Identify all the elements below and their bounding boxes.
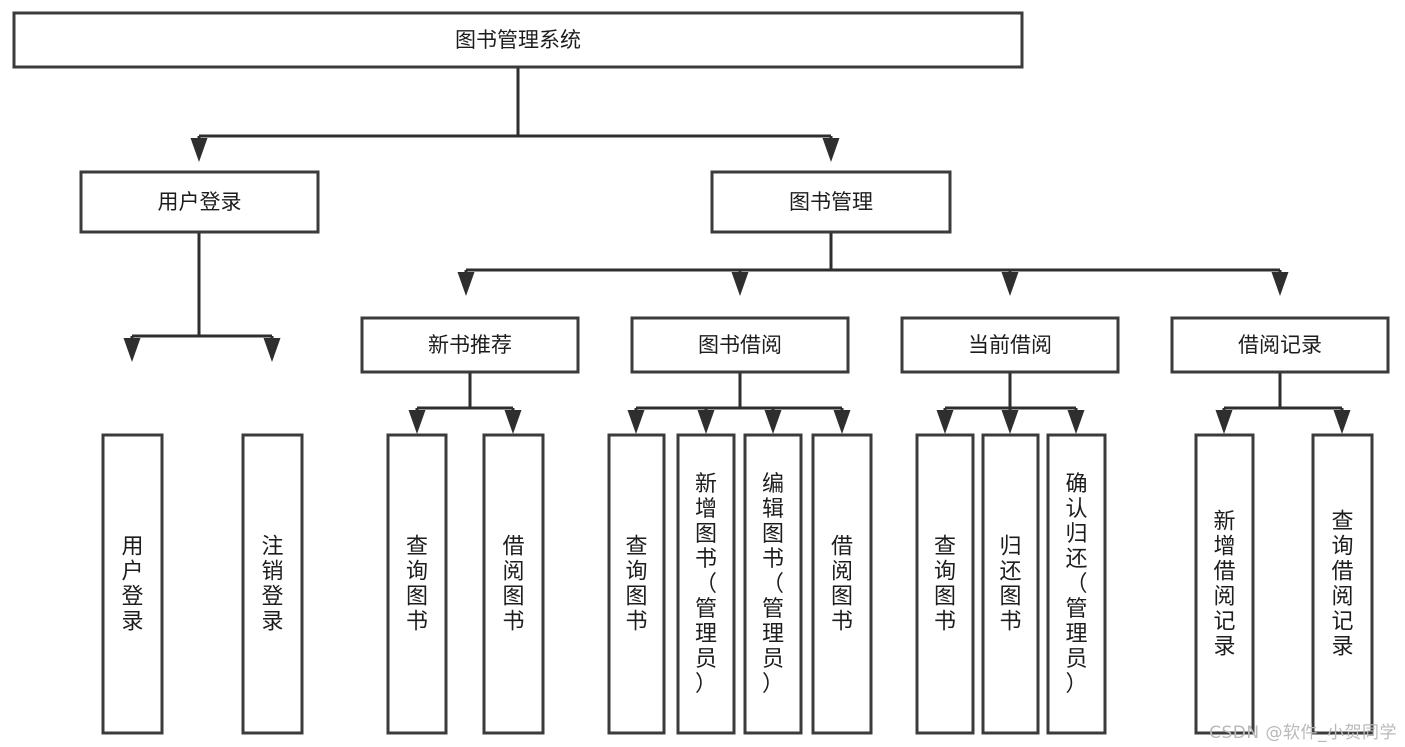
node-label-leaf-user-login: 用户登录	[121, 535, 143, 635]
node-box-leaf-borrow-book[interactable]	[811, 433, 873, 735]
node-leaf-edit-book-admin[interactable]: 编辑图书（管理员）	[743, 433, 803, 735]
arrow-head-icon	[731, 272, 749, 296]
node-box-leaf-add-borrow-record[interactable]	[1194, 433, 1255, 735]
csdn-watermark: CSDN @软件_小贺同学	[1209, 723, 1397, 743]
node-user-login[interactable]: 用户登录	[79, 170, 320, 234]
node-box-leaf-user-login[interactable]	[101, 433, 164, 735]
arrow-head-icon	[697, 410, 715, 434]
arrow-head-icon	[1333, 410, 1351, 434]
arrow-head-icon	[1215, 410, 1233, 434]
node-leaf-user-login[interactable]: 用户登录	[101, 433, 164, 735]
node-label-new-book-recommend: 新书推荐	[428, 333, 512, 357]
node-label-leaf-add-book-admin: 新增图书（管理员）	[695, 472, 717, 697]
node-leaf-query-book-current[interactable]: 查询图书	[915, 433, 975, 735]
arrow-head-icon	[1001, 410, 1019, 434]
node-label-leaf-query-book-current: 查询图书	[934, 535, 956, 635]
node-label-leaf-add-borrow-record: 新增借阅记录	[1213, 510, 1235, 660]
node-label-borrow-record: 借阅记录	[1238, 333, 1322, 357]
node-box-leaf-return-book[interactable]	[981, 433, 1040, 735]
node-box-root[interactable]	[12, 11, 1024, 69]
node-box-book-borrow[interactable]	[630, 316, 850, 374]
connector-book-manage-to-level3	[457, 232, 1289, 296]
arrow-head-icon	[833, 410, 851, 434]
node-box-leaf-edit-book-admin[interactable]	[743, 433, 803, 735]
node-box-current-borrow[interactable]	[900, 316, 1120, 374]
arrow-head-icon	[1001, 272, 1019, 296]
node-leaf-user-logout[interactable]: 注销登录	[241, 433, 304, 735]
node-root[interactable]: 图书管理系统	[12, 11, 1024, 69]
arrow-head-icon	[627, 410, 645, 434]
node-box-leaf-query-book-recommend[interactable]	[386, 433, 448, 735]
node-label-leaf-borrow-book-recommend: 借阅图书	[502, 535, 524, 635]
node-label-current-borrow: 当前借阅	[968, 333, 1052, 357]
arrow-head-icon	[764, 410, 782, 434]
node-box-leaf-confirm-return-admin[interactable]	[1046, 433, 1107, 735]
node-new-book-recommend[interactable]: 新书推荐	[360, 316, 580, 374]
node-leaf-query-borrow-record[interactable]: 查询借阅记录	[1311, 433, 1374, 735]
node-label-root: 图书管理系统	[455, 28, 581, 52]
node-leaf-return-book[interactable]: 归还图书	[981, 433, 1040, 735]
node-leaf-add-borrow-record[interactable]: 新增借阅记录	[1194, 433, 1255, 735]
connector-record-to-leaves	[1215, 372, 1351, 434]
node-label-leaf-query-borrow-record: 查询借阅记录	[1331, 510, 1353, 660]
node-leaf-borrow-book[interactable]: 借阅图书	[811, 433, 873, 735]
arrow-head-icon	[936, 410, 954, 434]
node-box-borrow-record[interactable]	[1170, 316, 1390, 374]
node-label-leaf-confirm-return-admin: 确认归还（管理员）	[1065, 472, 1087, 697]
node-label-leaf-user-logout: 注销登录	[261, 535, 283, 635]
node-box-leaf-query-book-borrow[interactable]	[607, 433, 666, 735]
node-layer: 图书管理系统用户登录图书管理新书推荐图书借阅当前借阅借阅记录用户登录注销登录查询…	[12, 11, 1390, 735]
node-label-book-manage: 图书管理	[789, 190, 873, 214]
node-label-leaf-edit-book-admin: 编辑图书（管理员）	[762, 472, 784, 697]
connector-current-to-leaves	[936, 372, 1085, 434]
arrow-head-icon	[822, 138, 840, 162]
connector-borrow-to-leaves	[627, 372, 851, 434]
node-box-leaf-query-book-current[interactable]	[915, 433, 975, 735]
node-box-leaf-borrow-book-recommend[interactable]	[482, 433, 545, 735]
node-leaf-query-book-borrow[interactable]: 查询图书	[607, 433, 666, 735]
node-label-leaf-query-book-recommend: 查询图书	[406, 535, 428, 635]
connector-recommend-to-leaves	[408, 372, 522, 434]
node-label-book-borrow: 图书借阅	[698, 333, 782, 357]
arrow-head-icon	[1067, 410, 1085, 434]
node-box-leaf-query-borrow-record[interactable]	[1311, 433, 1374, 735]
node-label-user-login: 用户登录	[158, 190, 242, 214]
arrow-head-icon	[408, 410, 426, 434]
node-book-borrow[interactable]: 图书借阅	[630, 316, 850, 374]
connector-layer	[123, 67, 1351, 434]
arrow-head-icon	[504, 410, 522, 434]
node-leaf-add-book-admin[interactable]: 新增图书（管理员）	[676, 433, 736, 735]
node-borrow-record[interactable]: 借阅记录	[1170, 316, 1390, 374]
node-box-leaf-user-logout[interactable]	[241, 433, 304, 735]
node-label-leaf-borrow-book: 借阅图书	[831, 535, 853, 635]
node-leaf-query-book-recommend[interactable]: 查询图书	[386, 433, 448, 735]
node-label-leaf-return-book: 归还图书	[999, 535, 1021, 635]
connector-root-to-level2	[190, 67, 840, 162]
arrow-head-icon	[1271, 272, 1289, 296]
arrow-head-icon	[457, 272, 475, 296]
node-box-leaf-add-book-admin[interactable]	[676, 433, 736, 735]
node-leaf-confirm-return-admin[interactable]: 确认归还（管理员）	[1046, 433, 1107, 735]
node-current-borrow[interactable]: 当前借阅	[900, 316, 1120, 374]
node-label-leaf-query-book-borrow: 查询图书	[625, 535, 647, 635]
node-leaf-borrow-book-recommend[interactable]: 借阅图书	[482, 433, 545, 735]
node-box-user-login[interactable]	[79, 170, 320, 234]
arrow-head-icon	[190, 138, 208, 162]
node-box-new-book-recommend[interactable]	[360, 316, 580, 374]
arrow-head-icon	[123, 338, 141, 362]
arrow-head-icon	[263, 338, 281, 362]
node-box-book-manage[interactable]	[710, 170, 952, 234]
connector-user-login-to-leaves	[123, 232, 281, 362]
node-book-manage[interactable]: 图书管理	[710, 170, 952, 234]
